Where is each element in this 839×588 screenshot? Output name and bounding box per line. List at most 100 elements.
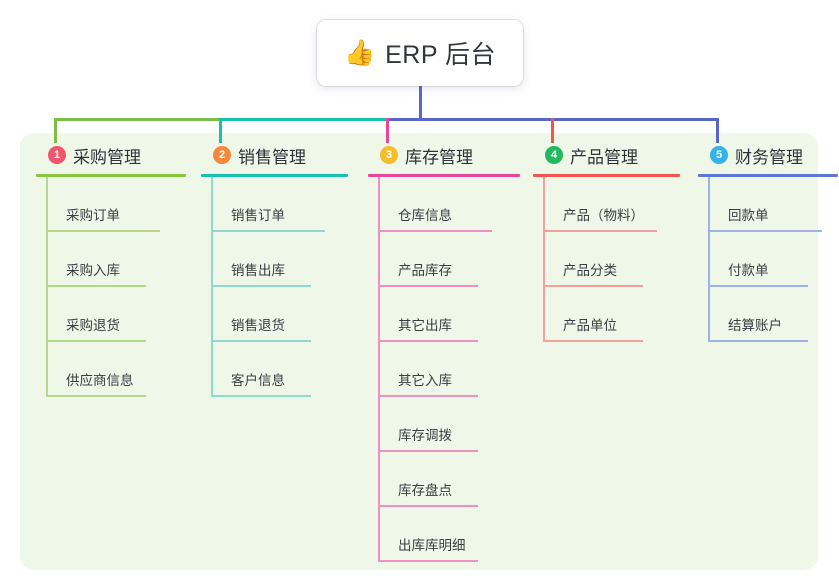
branch-item-underline xyxy=(543,340,643,342)
branch-item-underline xyxy=(211,285,311,287)
branch-item-label: 供应商信息 xyxy=(66,373,134,388)
branch-items-4: 产品（物料） 产品分类产品单位 xyxy=(533,177,700,342)
trunk-line xyxy=(419,86,422,121)
branch-item-label: 库存调拨 xyxy=(398,428,452,443)
branch-item-underline xyxy=(708,340,808,342)
branch-item-underline xyxy=(378,395,478,397)
branch-item-underline xyxy=(708,285,808,287)
branch-header-5[interactable]: 5 财务管理 xyxy=(698,143,839,167)
branch-item-label: 出库库明细 xyxy=(398,538,466,553)
branch-item-label: 销售退货 xyxy=(231,318,285,333)
bus-segment-green xyxy=(54,118,221,121)
branch-item[interactable]: 销售退货 xyxy=(201,287,368,342)
branch-item-label: 付款单 xyxy=(728,263,769,278)
branch-item-label: 回款单 xyxy=(728,208,769,223)
branch-header-3[interactable]: 3 库存管理 xyxy=(368,143,540,167)
branch-column-1: 1 采购管理采购订单采购入库采购退货供应商信息 xyxy=(36,143,206,397)
branch-item[interactable]: 其它入库 xyxy=(368,342,540,397)
branch-item-label: 采购订单 xyxy=(66,208,120,223)
branch-column-3: 3 库存管理仓库信息产品库存其它出库其它入库库存调拨库存盘点出库库明细 xyxy=(368,143,540,562)
branch-title: 产品管理 xyxy=(570,147,638,167)
branch-item-underline xyxy=(46,230,160,232)
branch-spine xyxy=(46,177,48,397)
branch-items-2: 销售订单销售出库销售退货客户信息 xyxy=(201,177,368,397)
branch-item-label: 产品（物料） xyxy=(563,208,644,223)
branch-item-underline xyxy=(378,285,478,287)
branch-item[interactable]: 客户信息 xyxy=(201,342,368,397)
root-node[interactable]: 👍 ERP 后台 xyxy=(317,20,523,86)
branch-item-underline xyxy=(543,230,657,232)
branch-drop-1 xyxy=(54,118,57,143)
branch-item-underline xyxy=(378,230,492,232)
branch-item[interactable]: 销售订单 xyxy=(201,177,368,232)
branch-title: 财务管理 xyxy=(735,147,803,167)
branch-item-underline xyxy=(211,230,325,232)
branch-item[interactable]: 采购退货 xyxy=(36,287,206,342)
branch-item[interactable]: 产品（物料） xyxy=(533,177,700,232)
branch-drop-3 xyxy=(386,118,389,143)
branch-item-underline xyxy=(211,395,311,397)
branch-item-label: 其它出库 xyxy=(398,318,452,333)
branch-item-underline xyxy=(378,560,478,562)
branch-spine xyxy=(378,177,380,562)
branches-panel xyxy=(20,133,818,570)
branch-number-badge: 3 xyxy=(380,146,398,164)
branch-item-label: 产品单位 xyxy=(563,318,617,333)
branch-underline xyxy=(533,174,680,177)
branch-drop-4 xyxy=(551,118,554,143)
branch-header-1[interactable]: 1 采购管理 xyxy=(36,143,206,167)
branch-underline xyxy=(201,174,348,177)
branch-item-underline xyxy=(46,285,146,287)
branch-items-1: 采购订单采购入库采购退货供应商信息 xyxy=(36,177,206,397)
branch-item-underline xyxy=(378,505,478,507)
branch-underline xyxy=(36,174,186,177)
branch-spine xyxy=(708,177,710,342)
thumbs-up-icon: 👍 xyxy=(343,38,376,67)
branch-item[interactable]: 付款单 xyxy=(698,232,839,287)
branch-item[interactable]: 采购订单 xyxy=(36,177,206,232)
branch-item[interactable]: 其它出库 xyxy=(368,287,540,342)
branch-item[interactable]: 产品库存 xyxy=(368,232,540,287)
branch-number-badge: 5 xyxy=(710,146,728,164)
branch-item-label: 采购退货 xyxy=(66,318,120,333)
branch-item-label: 产品库存 xyxy=(398,263,452,278)
branch-item[interactable]: 供应商信息 xyxy=(36,342,206,397)
branch-column-4: 4 产品管理产品（物料） 产品分类产品单位 xyxy=(533,143,700,342)
bus-segment-teal xyxy=(219,118,388,121)
branch-item-label: 库存盘点 xyxy=(398,483,452,498)
branch-item-label: 仓库信息 xyxy=(398,208,452,223)
branch-item[interactable]: 回款单 xyxy=(698,177,839,232)
branch-title: 采购管理 xyxy=(73,147,141,167)
branch-item[interactable]: 库存盘点 xyxy=(368,452,540,507)
branch-item-underline xyxy=(543,285,643,287)
branch-item[interactable]: 产品分类 xyxy=(533,232,700,287)
branch-drop-2 xyxy=(219,118,222,143)
branch-item-label: 其它入库 xyxy=(398,373,452,388)
branch-spine xyxy=(543,177,545,342)
branch-spine xyxy=(211,177,213,397)
branch-item[interactable]: 产品单位 xyxy=(533,287,700,342)
branch-item-underline xyxy=(46,395,146,397)
branch-item[interactable]: 库存调拨 xyxy=(368,397,540,452)
branch-item-underline xyxy=(378,450,478,452)
branch-item[interactable]: 仓库信息 xyxy=(368,177,540,232)
branch-item-label: 结算账户 xyxy=(728,318,782,333)
branch-drop-5 xyxy=(716,118,719,143)
branch-item[interactable]: 采购入库 xyxy=(36,232,206,287)
branch-item[interactable]: 结算账户 xyxy=(698,287,839,342)
branch-underline xyxy=(368,174,520,177)
branch-title: 库存管理 xyxy=(405,147,473,167)
branch-item[interactable]: 销售出库 xyxy=(201,232,368,287)
branch-item-underline xyxy=(708,230,822,232)
branch-header-4[interactable]: 4 产品管理 xyxy=(533,143,700,167)
branch-item[interactable]: 出库库明细 xyxy=(368,507,540,562)
branch-item-label: 产品分类 xyxy=(563,263,617,278)
branch-item-underline xyxy=(46,340,146,342)
branch-number-badge: 4 xyxy=(545,146,563,164)
branch-number-badge: 1 xyxy=(48,146,66,164)
branch-item-label: 销售出库 xyxy=(231,263,285,278)
branch-items-3: 仓库信息产品库存其它出库其它入库库存调拨库存盘点出库库明细 xyxy=(368,177,540,562)
